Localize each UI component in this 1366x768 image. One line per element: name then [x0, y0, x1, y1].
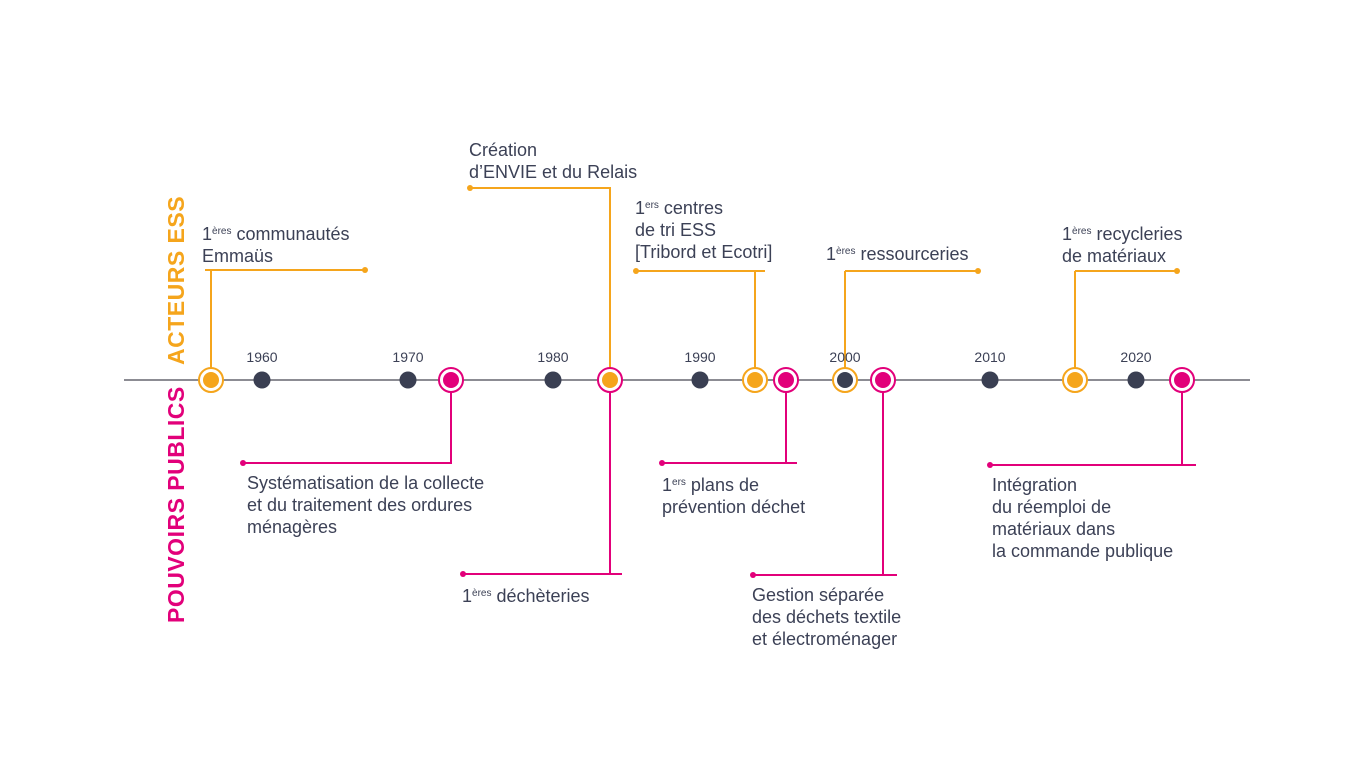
connector-line [845, 270, 978, 272]
connector-line [990, 464, 1196, 466]
connector-line [754, 271, 756, 380]
event-marker-fill [778, 372, 794, 388]
connector-line [1181, 380, 1183, 465]
decade-marker [253, 371, 271, 389]
connector-endpoint-dot [1174, 268, 1180, 274]
connector-endpoint-dot [750, 572, 756, 578]
decade-marker [399, 371, 417, 389]
event-marker-fill [747, 372, 763, 388]
ess-event-marker [1062, 367, 1088, 393]
connector-line [785, 380, 787, 463]
connector-endpoint-dot [975, 268, 981, 274]
connector-line [662, 462, 797, 464]
year-label: 1960 [246, 349, 278, 365]
ess-event-text: 1ères ressourceries [826, 244, 969, 264]
year-label: 1980 [537, 349, 569, 365]
public-event-marker [870, 367, 896, 393]
connector-line [753, 574, 897, 576]
connector-endpoint-dot [987, 462, 993, 468]
year-label: 2000 [829, 349, 861, 365]
year-label: 2020 [1120, 349, 1152, 365]
connector-endpoint-dot [633, 268, 639, 274]
connector-line [882, 380, 884, 575]
decade-marker [981, 371, 999, 389]
connector-line [609, 188, 611, 380]
event-marker-fill [443, 372, 459, 388]
ess-event-marker [742, 367, 768, 393]
side-label-ess: ACTEURS ESS [163, 195, 189, 365]
decade-marker [691, 371, 709, 389]
public-event-text: 1ères déchèteries [462, 586, 590, 606]
event-marker-fill [602, 372, 618, 388]
ess-event-marker [198, 367, 224, 393]
year-label: 1990 [684, 349, 716, 365]
year-label: 1970 [392, 349, 424, 365]
connector-line [205, 269, 365, 271]
connector-line [844, 271, 846, 380]
connector-endpoint-dot [240, 460, 246, 466]
ess-event-marker [832, 367, 858, 393]
public-event-marker [773, 367, 799, 393]
public-event-marker [438, 367, 464, 393]
connector-line [609, 380, 611, 574]
connector-line [636, 270, 765, 272]
event-marker-fill [875, 372, 891, 388]
connector-endpoint-dot [362, 267, 368, 273]
decade-marker [544, 371, 562, 389]
event-marker-fill [837, 372, 853, 388]
connector-endpoint-dot [467, 185, 473, 191]
shared-event-marker [597, 367, 623, 393]
connector-line [450, 380, 452, 463]
connector-line [1075, 270, 1177, 272]
event-marker-fill [203, 372, 219, 388]
side-label-public: POUVOIRS PUBLICS [163, 386, 189, 623]
connector-endpoint-dot [659, 460, 665, 466]
timeline-axis [124, 379, 1250, 381]
connector-line [470, 187, 611, 189]
connector-line [243, 462, 452, 464]
connector-line [1074, 271, 1076, 380]
connector-endpoint-dot [460, 571, 466, 577]
event-marker-fill [1067, 372, 1083, 388]
decade-marker [1127, 371, 1145, 389]
event-marker-fill [1174, 372, 1190, 388]
connector-line [210, 270, 212, 380]
connector-line [463, 573, 622, 575]
year-label: 2010 [974, 349, 1006, 365]
public-event-marker [1169, 367, 1195, 393]
